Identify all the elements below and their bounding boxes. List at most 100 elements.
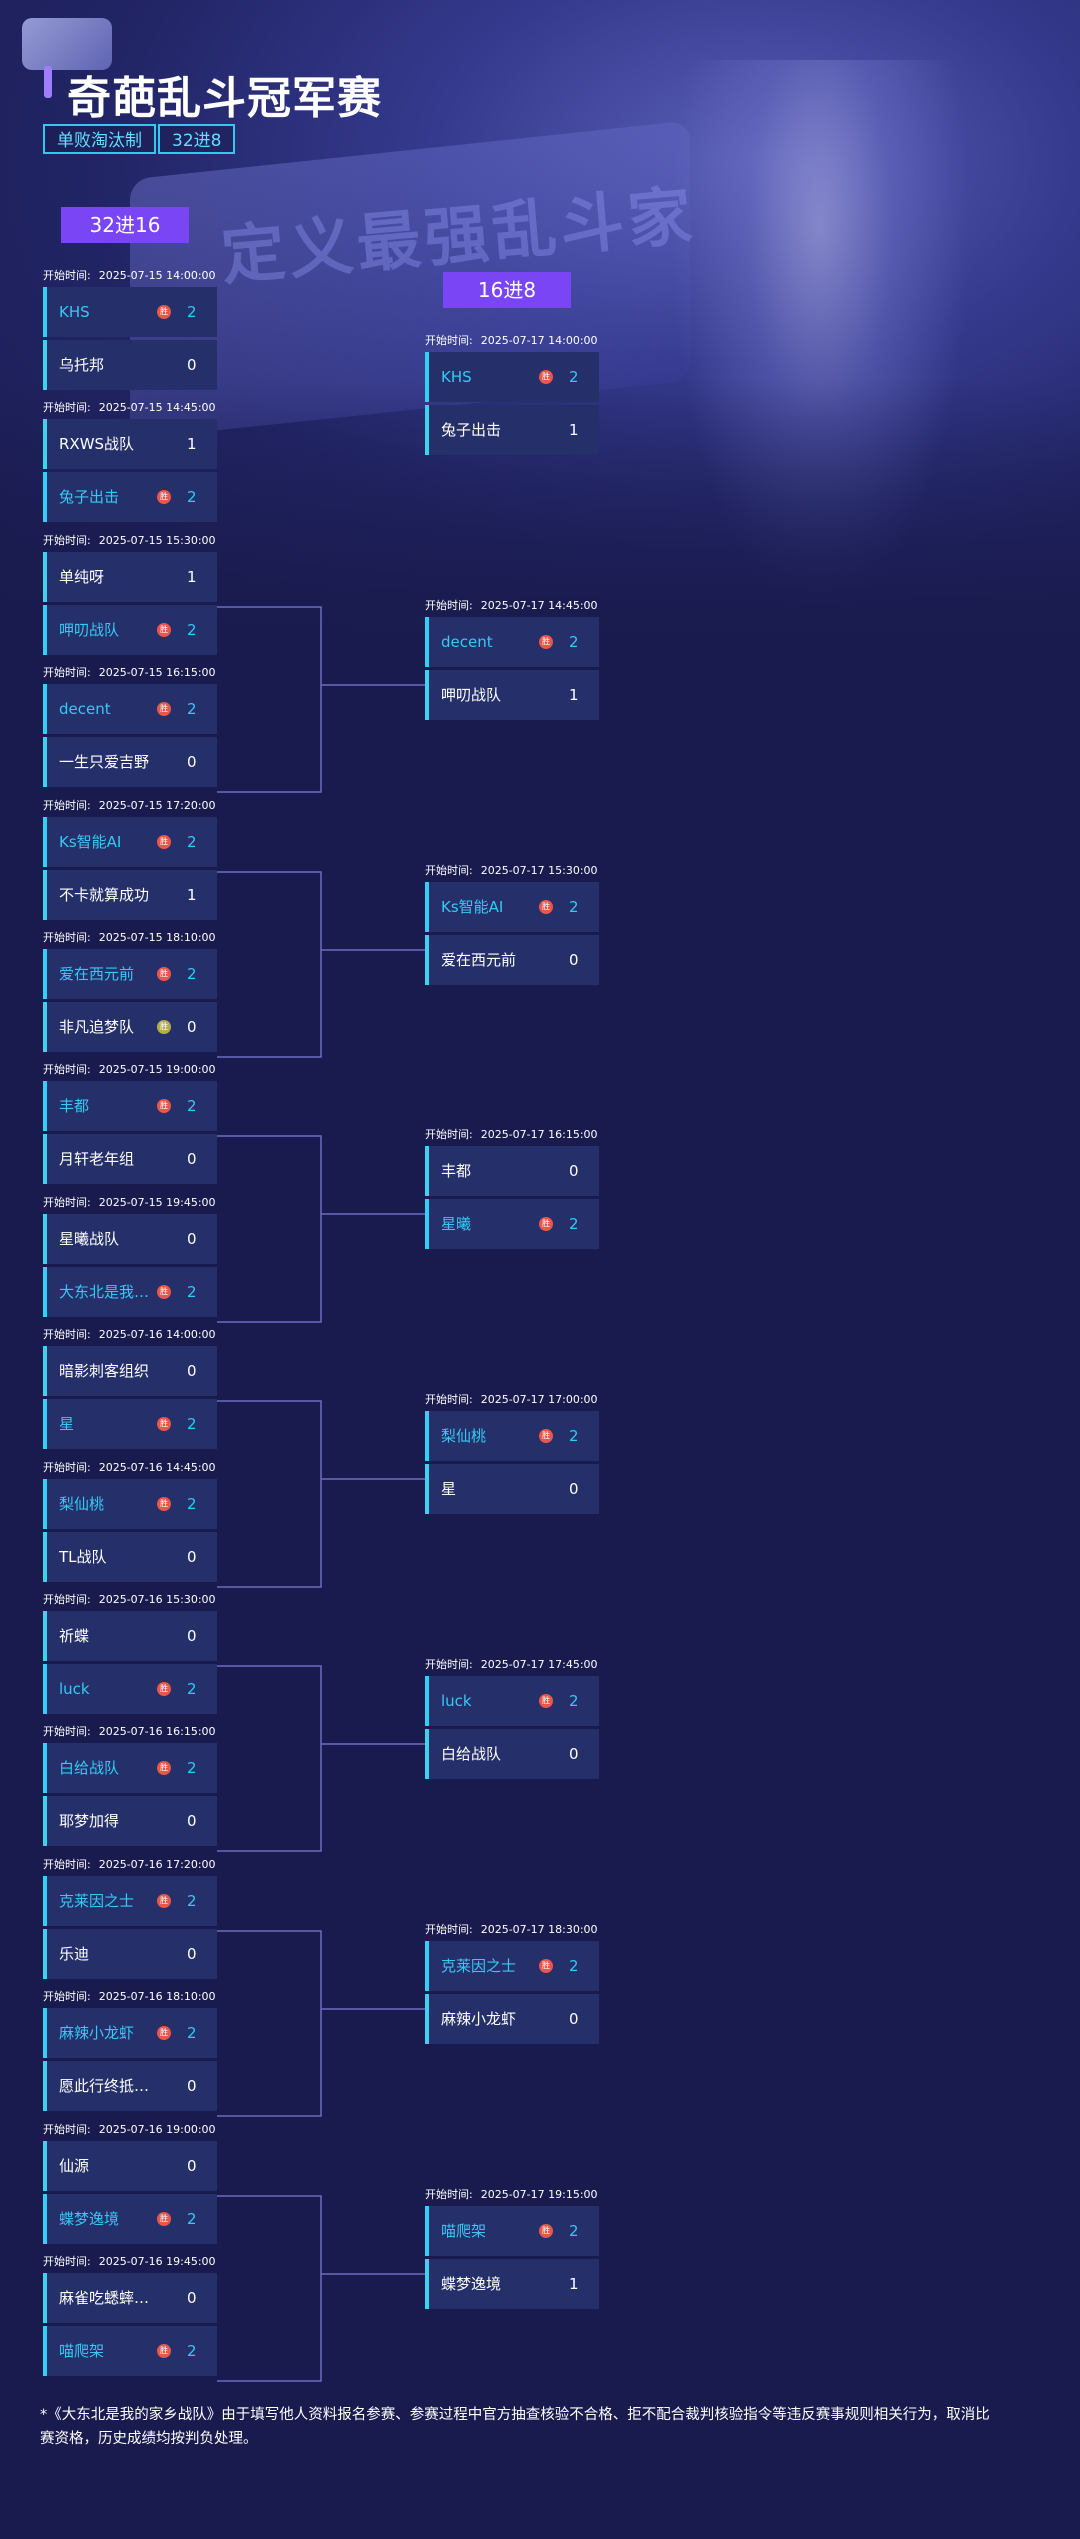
start-time-value: 2025-07-15 19:00:00 [98, 1063, 216, 1076]
start-time-prefix: 开始时间: [425, 1393, 473, 1406]
team-name: 呷叨战队 [59, 621, 120, 639]
team-name: decent [59, 700, 111, 718]
match-start-time: 开始时间:2025-07-16 19:45:00 [43, 2253, 216, 2269]
start-time-prefix: 开始时间: [43, 2255, 91, 2268]
start-time-prefix: 开始时间: [425, 2188, 473, 2201]
match-start-time: 开始时间:2025-07-16 14:45:00 [43, 1459, 216, 1475]
match-start-time: 开始时间:2025-07-16 15:30:00 [43, 1591, 216, 1607]
win-badge-icon: 胜 [539, 370, 553, 384]
team-row[interactable]: 麻雀吃蟋蟀（…0 [43, 2273, 217, 2323]
win-badge-icon: 胜 [157, 2212, 171, 2226]
team-name: decent [441, 633, 493, 651]
page-title: 奇葩乱斗冠军赛 [67, 73, 382, 124]
team-name: KHS [59, 303, 90, 321]
team-score: 2 [187, 1892, 197, 1910]
team-score: 2 [569, 2222, 579, 2240]
bracket-connector [217, 606, 425, 793]
start-time-value: 2025-07-17 17:45:00 [480, 1658, 598, 1671]
team-name: 耶梦加得 [59, 1812, 120, 1830]
team-score: 0 [187, 1812, 197, 1830]
team-score: 2 [187, 1097, 197, 1115]
start-time-value: 2025-07-17 19:15:00 [480, 2188, 598, 2201]
team-name: KHS [441, 368, 472, 386]
start-time-prefix: 开始时间: [43, 2123, 91, 2136]
start-time-prefix: 开始时间: [425, 1658, 473, 1671]
team-row[interactable]: 耶梦加得 0 [43, 1796, 217, 1846]
team-score: 0 [187, 356, 197, 374]
start-time-prefix: 开始时间: [43, 1593, 91, 1606]
win-badge-icon: 胜 [157, 967, 171, 981]
team-name: 梨仙桃 [441, 1427, 487, 1445]
start-time-value: 2025-07-16 14:45:00 [98, 1461, 216, 1474]
start-time-prefix: 开始时间: [43, 1196, 91, 1209]
title-accent [22, 18, 112, 98]
team-name: luck [441, 1692, 472, 1710]
team-name: 一生只爱吉野 [59, 753, 150, 771]
team-score: 0 [187, 1362, 197, 1380]
start-time-value: 2025-07-17 15:30:00 [480, 864, 598, 877]
start-time-prefix: 开始时间: [43, 1990, 91, 2003]
win-badge-icon: 胜 [157, 2344, 171, 2358]
match-start-time: 开始时间:2025-07-15 17:20:00 [43, 797, 216, 813]
team-name: 呷叨战队 [441, 686, 502, 704]
team-name: 麻辣小龙虾 [441, 2010, 517, 2028]
match-start-time: 开始时间:2025-07-15 19:00:00 [43, 1061, 216, 1077]
start-time-value: 2025-07-15 19:45:00 [98, 1196, 216, 1209]
team-name: 克莱因之士 [441, 1957, 517, 1975]
team-score: 0 [187, 1548, 197, 1566]
team-name: Ks智能AI [441, 898, 504, 916]
match-start-time: 开始时间:2025-07-17 14:45:00 [425, 597, 598, 613]
bracket-connector [217, 1135, 425, 1323]
title-accent-bar [44, 66, 52, 98]
team-score: 0 [569, 1480, 579, 1498]
start-time-value: 2025-07-17 17:00:00 [480, 1393, 598, 1406]
team-name: 麻辣小龙虾 [59, 2024, 135, 2042]
